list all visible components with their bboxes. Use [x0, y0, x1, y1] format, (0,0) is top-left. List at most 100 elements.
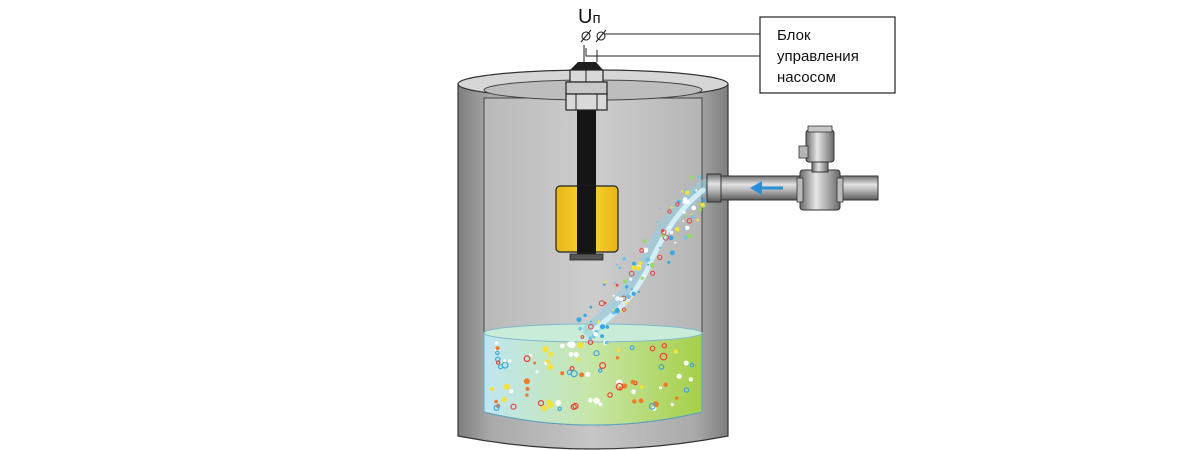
water-droplet: [622, 279, 627, 284]
water-droplet: [670, 206, 673, 209]
bubble: [652, 401, 659, 408]
water-droplet: [612, 294, 615, 297]
water-droplet: [599, 324, 606, 330]
water-droplet: [580, 335, 585, 339]
bubble: [509, 389, 514, 394]
water-droplet: [638, 261, 643, 266]
water-droplet: [696, 218, 699, 222]
bubble: [555, 400, 561, 406]
bubble: [688, 377, 693, 382]
water-droplet: [576, 317, 582, 323]
water-droplet: [667, 209, 672, 214]
bubble: [495, 341, 499, 345]
liquid: [483, 323, 703, 426]
water-droplet: [640, 276, 644, 280]
water-droplet: [691, 205, 697, 211]
water-droplet: [674, 241, 677, 244]
bubble: [557, 406, 562, 411]
water-droplet: [657, 254, 663, 260]
bubble: [683, 360, 689, 366]
bubble: [648, 402, 656, 410]
water-droplet: [650, 270, 656, 276]
water-droplet: [586, 329, 589, 331]
water-droplet: [618, 266, 622, 270]
water-droplet: [682, 210, 686, 214]
bubble: [547, 402, 554, 408]
water-droplet: [604, 340, 609, 345]
bubble: [615, 382, 624, 391]
bubble: [495, 346, 500, 351]
bubble: [541, 405, 548, 412]
water-droplet: [603, 301, 607, 305]
supply-voltage-label: Uп: [578, 6, 601, 28]
bubble: [569, 366, 575, 372]
water-droplet: [700, 202, 705, 207]
control-unit-label-1: Блок: [777, 27, 811, 44]
bubble: [663, 382, 668, 387]
water-droplet: [675, 202, 680, 207]
water-droplet: [643, 239, 647, 243]
water-droplet: [603, 283, 606, 286]
bubble: [535, 370, 539, 374]
water-droplet: [588, 324, 594, 330]
bubble: [675, 396, 679, 400]
bubble: [630, 379, 636, 385]
water-droplet: [661, 229, 667, 235]
bubble: [533, 361, 537, 365]
water-droplet: [682, 227, 686, 231]
water-droplet: [661, 229, 664, 233]
water-droplet: [612, 309, 615, 312]
water-droplet: [659, 207, 662, 210]
water-droplet: [619, 297, 624, 302]
bubble: [503, 383, 510, 390]
water-droplet: [639, 248, 645, 253]
bubble: [523, 378, 530, 385]
water-droplet: [662, 234, 670, 241]
bubble: [525, 393, 529, 397]
water-droplet: [631, 288, 633, 290]
bubble: [545, 359, 551, 364]
bubble: [676, 373, 682, 379]
bubble: [567, 341, 574, 348]
bubble: [490, 386, 495, 392]
bubble: [576, 357, 581, 362]
bubble: [689, 362, 695, 368]
water-droplet: [588, 336, 593, 341]
water-droplet: [629, 277, 633, 281]
water-droplet: [637, 290, 640, 294]
bubble: [579, 372, 584, 378]
bubble: [560, 371, 565, 376]
water-droplet: [628, 270, 635, 277]
water-droplet: [631, 291, 636, 296]
float-switch-icon: [555, 62, 619, 261]
bubble: [661, 343, 668, 349]
water-droplet: [689, 175, 694, 180]
water-droplet: [682, 220, 685, 222]
bubble: [495, 350, 500, 356]
bubble: [629, 345, 635, 351]
water-droplet: [625, 302, 628, 305]
bubble: [570, 403, 577, 410]
bubble: [573, 352, 579, 358]
bubble: [523, 355, 531, 363]
water-droplet: [695, 189, 698, 192]
bubble: [607, 392, 613, 398]
water-droplet: [642, 274, 646, 277]
bubble: [542, 346, 549, 353]
water-droplet: [682, 197, 688, 202]
water-droplet: [669, 230, 674, 235]
bubble: [510, 403, 517, 410]
water-droplet: [701, 198, 706, 202]
water-droplet: [690, 214, 695, 219]
water-droplet: [683, 235, 688, 240]
bubble: [547, 351, 554, 358]
control-unit-label-2: управления: [777, 48, 859, 65]
bubble: [577, 341, 584, 349]
bubble: [639, 384, 644, 389]
bubble: [659, 352, 668, 361]
water-droplet: [667, 260, 671, 264]
water-droplet: [697, 207, 702, 212]
water-droplet: [658, 246, 662, 250]
bubble: [616, 348, 621, 352]
